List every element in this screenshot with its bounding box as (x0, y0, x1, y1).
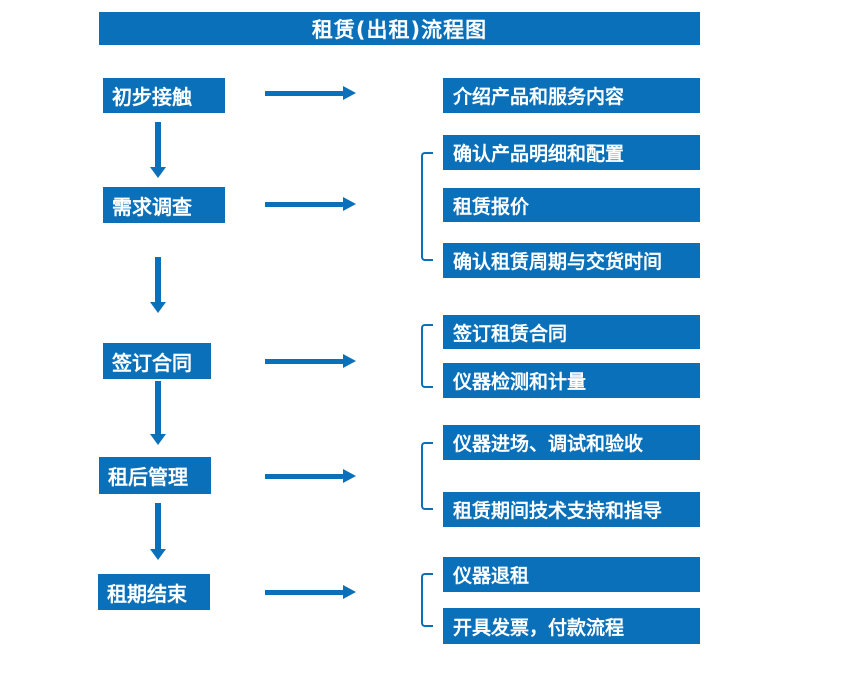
detail-instrument-inspection: 仪器检测和计量 (443, 363, 700, 398)
step-post-rental-management: 租后管理 (99, 457, 211, 494)
flow-arrow-right-1 (265, 86, 356, 100)
group-bracket-demand-survey (421, 152, 433, 261)
detail-rental-quote: 租赁报价 (443, 188, 700, 222)
group-bracket-rental-end (421, 573, 433, 627)
arrow-head (150, 302, 166, 313)
group-bracket-post-rental (421, 442, 433, 510)
arrow-shaft (265, 474, 345, 479)
step-demand-survey: 需求调查 (103, 187, 225, 223)
step-initial-contact: 初步接触 (103, 78, 225, 113)
detail-introduce-products: 介绍产品和服务内容 (443, 78, 700, 113)
detail-instrument-return: 仪器退租 (443, 557, 700, 592)
detail-confirm-rental-period: 确认租赁周期与交货时间 (443, 243, 700, 278)
arrow-shaft (155, 122, 161, 168)
detail-instrument-setup: 仪器进场、调试和验收 (443, 425, 700, 460)
flowchart-title: 租赁(出租)流程图 (99, 12, 700, 45)
arrow-head (343, 86, 356, 100)
arrow-shaft (265, 359, 345, 364)
step-sign-contract: 签订合同 (103, 343, 211, 379)
arrow-head (150, 434, 166, 445)
arrow-head (343, 585, 356, 599)
flow-arrow-down-4 (150, 503, 166, 560)
flow-arrow-down-3 (150, 381, 166, 445)
group-bracket-sign-contract (421, 324, 433, 388)
flow-arrow-down-1 (150, 122, 166, 178)
arrow-shaft (265, 91, 345, 96)
flow-arrow-right-5 (265, 585, 356, 599)
arrow-head (343, 469, 356, 483)
arrow-head (150, 167, 166, 178)
detail-invoice-payment: 开具发票，付款流程 (443, 608, 700, 644)
flow-arrow-right-3 (265, 354, 356, 368)
arrow-shaft (265, 202, 345, 207)
arrow-head (150, 549, 166, 560)
flow-arrow-right-4 (265, 469, 356, 483)
arrow-shaft (155, 381, 161, 435)
arrow-head (343, 354, 356, 368)
arrow-shaft (155, 503, 161, 550)
arrow-shaft (155, 257, 161, 303)
detail-confirm-product-config: 确认产品明细和配置 (443, 135, 700, 170)
detail-technical-support: 租赁期间技术支持和指导 (443, 492, 700, 527)
flow-arrow-down-2 (150, 257, 166, 313)
arrow-shaft (265, 590, 345, 595)
arrow-head (343, 197, 356, 211)
flow-arrow-right-2 (265, 197, 356, 211)
step-rental-end: 租期结束 (98, 574, 210, 610)
detail-sign-rental-contract: 签订租赁合同 (443, 315, 700, 349)
